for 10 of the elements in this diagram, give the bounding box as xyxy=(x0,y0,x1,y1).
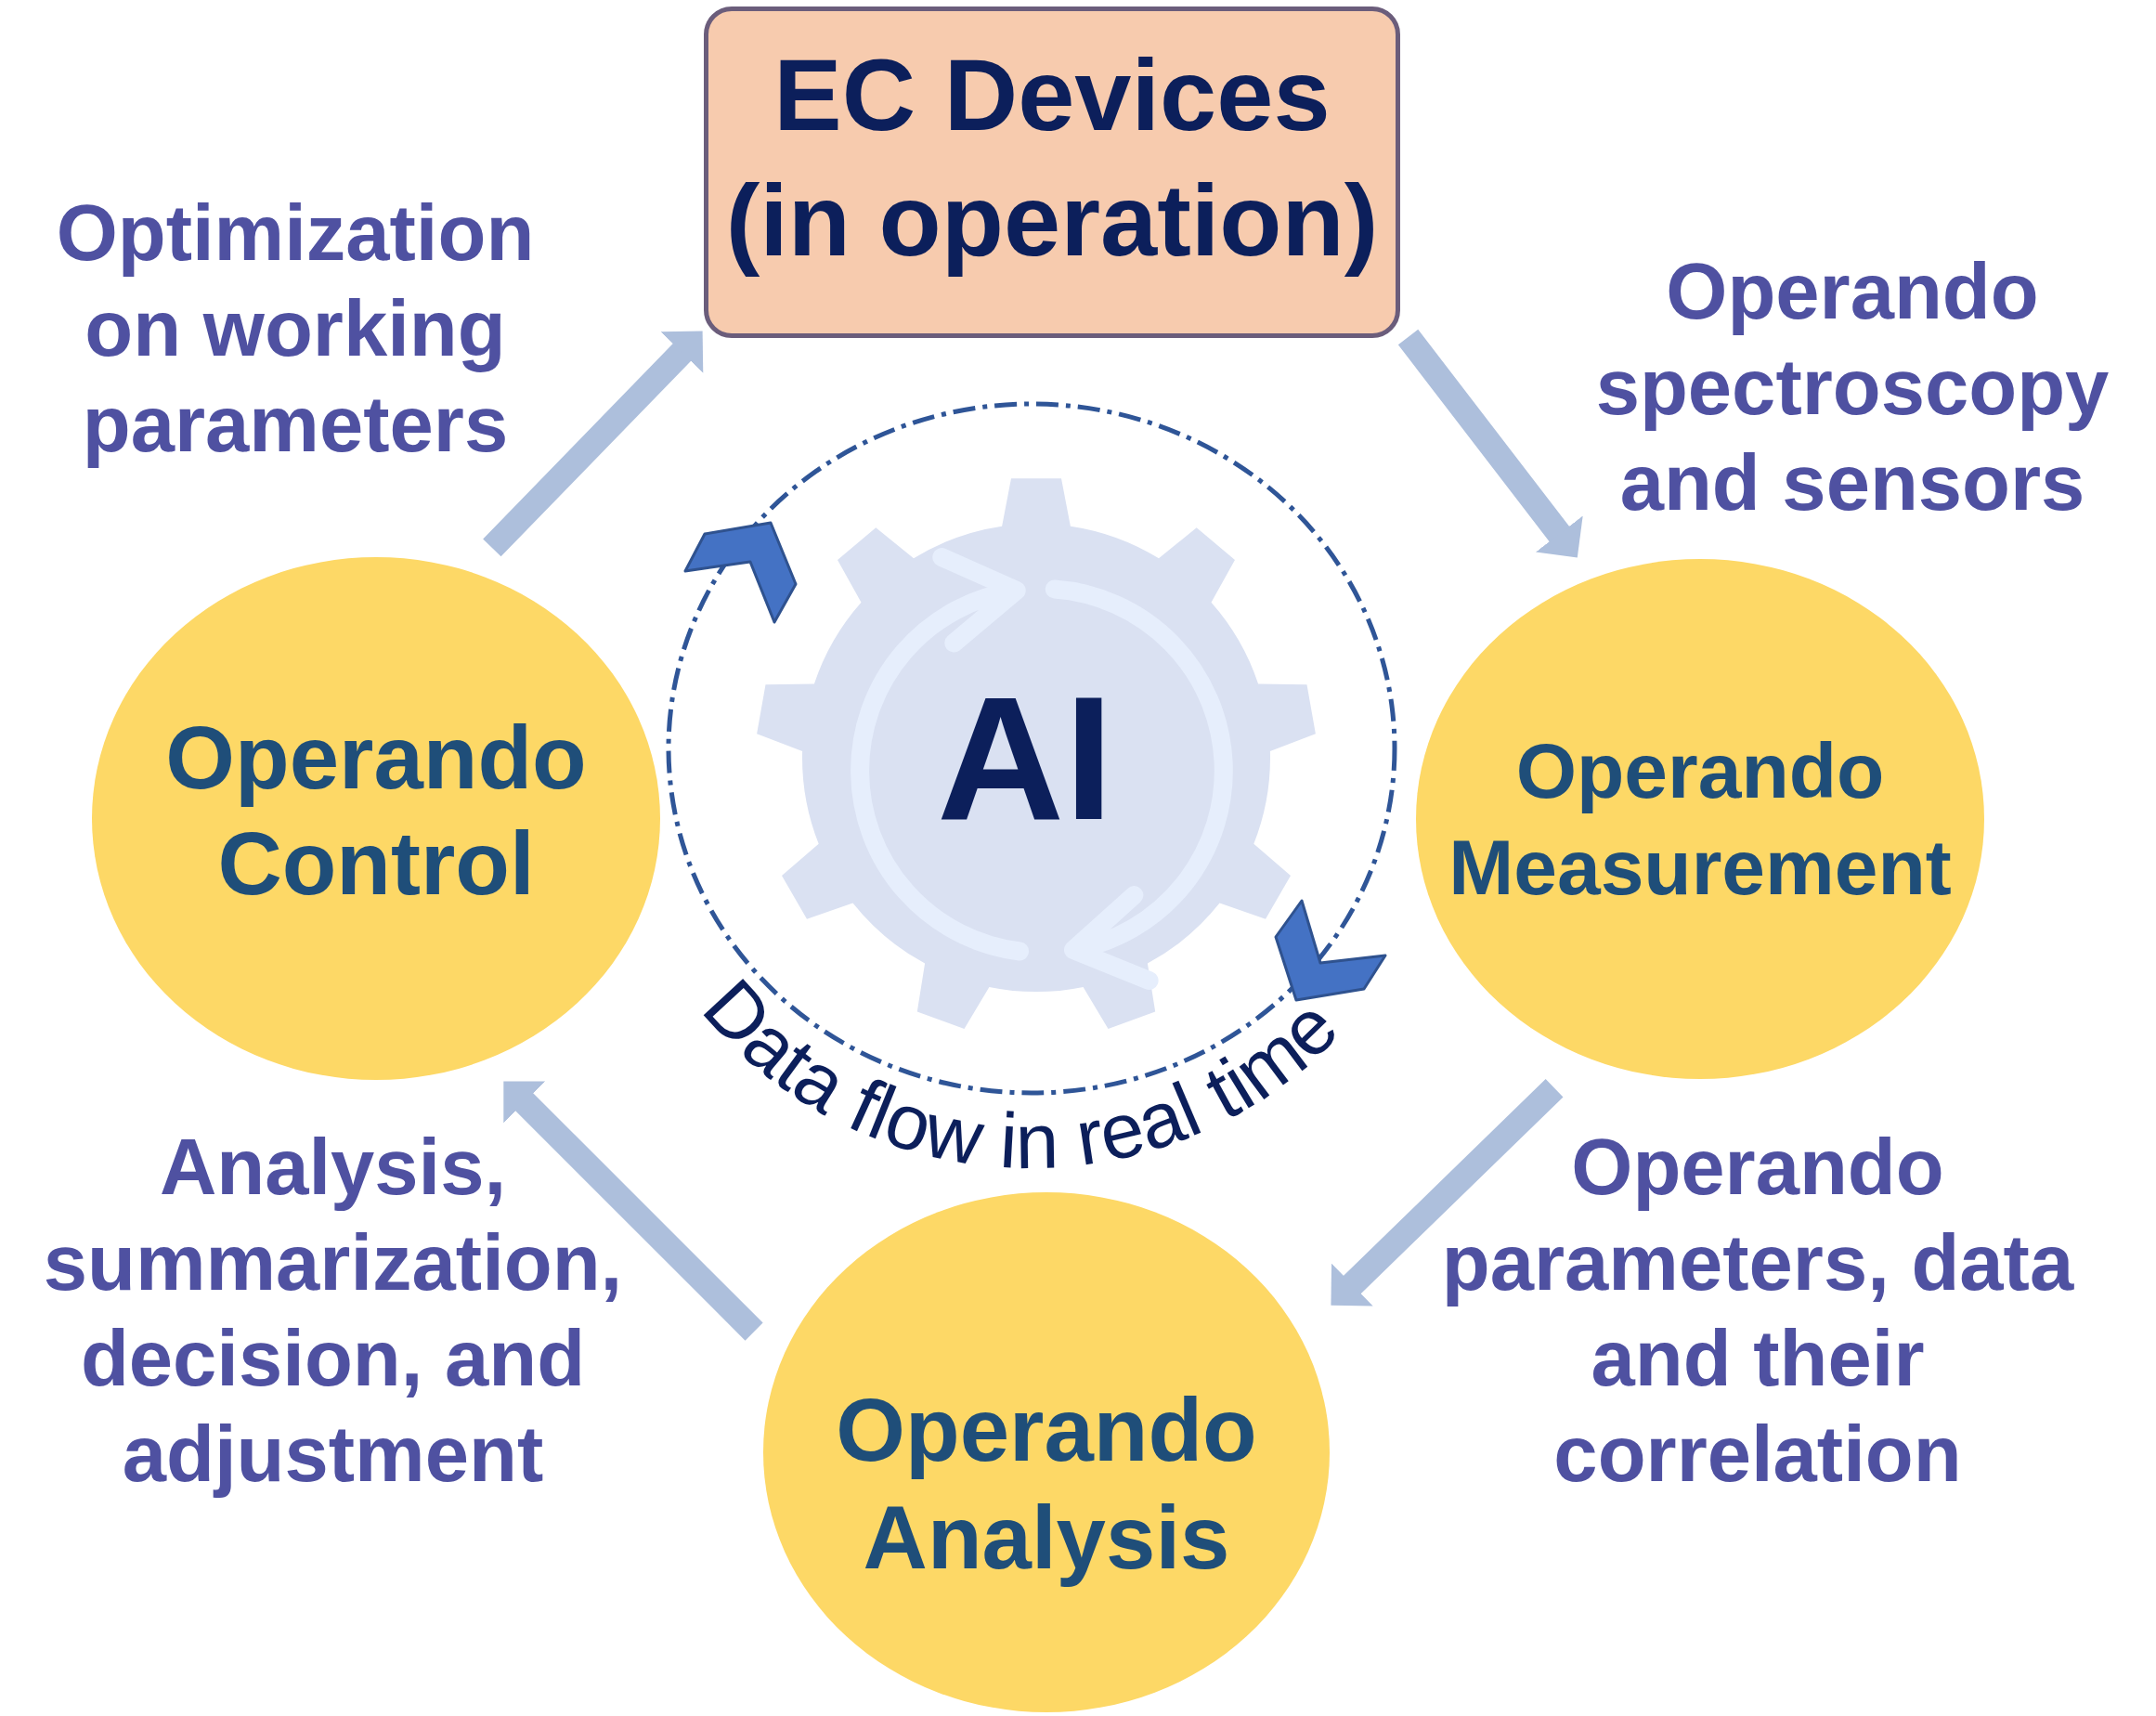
node-label: Operando Measurement xyxy=(1448,726,1953,913)
node-label: Operando Analysis xyxy=(835,1379,1258,1589)
edge-label: Operando spectroscopy and sensors xyxy=(1594,246,2111,528)
node-label: EC Devices (in operation) xyxy=(724,36,1380,279)
edge-label: Analysis, summarization, decision, and adjustment xyxy=(42,1122,624,1500)
node-label: AI xyxy=(937,670,1113,846)
node-label: Operando Control xyxy=(164,706,588,915)
process-box xyxy=(704,6,1400,338)
edge-label: Operando parameters, data and their correlation xyxy=(1440,1122,2075,1500)
edge-label: Optimization on working parameters xyxy=(55,188,536,470)
